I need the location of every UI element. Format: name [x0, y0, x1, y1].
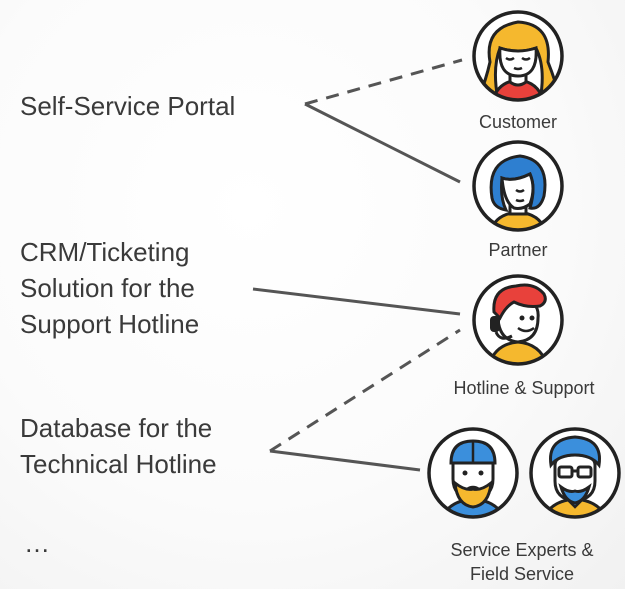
customer-icon	[472, 10, 564, 102]
service-expert-icon	[427, 427, 519, 519]
caption-customer: Customer	[478, 112, 558, 132]
connector-database-service	[269, 449, 421, 472]
connector-self-service-customer	[304, 58, 463, 106]
label-database: Database for the Technical Hotline	[20, 413, 217, 479]
hotline-agent-icon	[472, 274, 564, 366]
caption-service-experts: Service Experts & Field Service	[450, 540, 594, 584]
connector-self-service-partner	[304, 102, 461, 184]
label-crm-ticketing: CRM/Ticketing Solution for the Support H…	[20, 237, 200, 339]
connector-crm-hotline	[252, 287, 461, 316]
connector-database-hotline	[269, 328, 461, 453]
label-self-service-portal: Self-Service Portal	[20, 91, 236, 121]
caption-partner: Partner	[488, 240, 548, 260]
caption-hotline-support: Hotline & Support	[453, 378, 595, 398]
label-ellipsis: …	[24, 528, 50, 558]
field-service-icon	[529, 427, 621, 519]
partner-icon	[472, 140, 564, 232]
